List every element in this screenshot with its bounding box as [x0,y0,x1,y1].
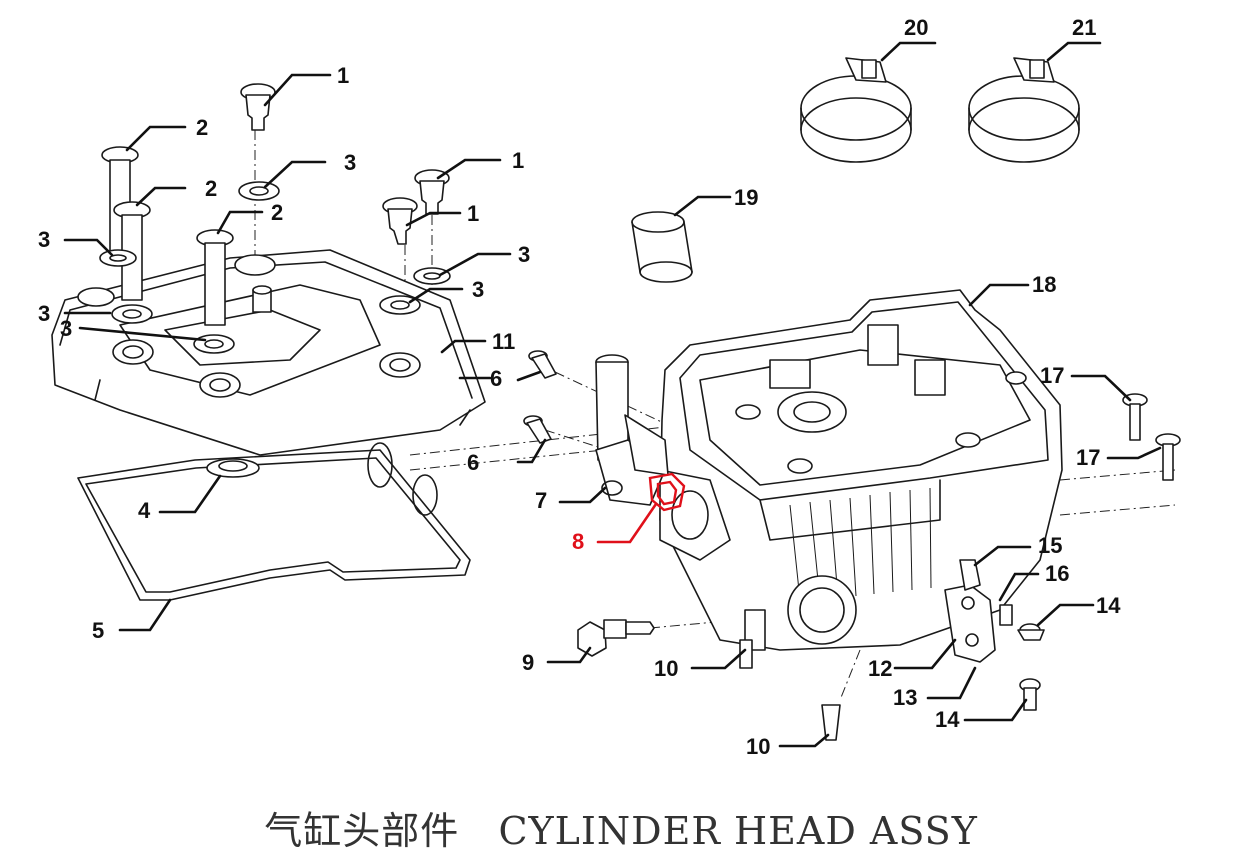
label-part-8-highlighted: 8 [572,529,584,554]
brackets-and-bolts [944,393,1181,711]
label-part-3: 3 [344,150,356,175]
bolts-2 [101,146,234,326]
label-part-10: 10 [746,734,770,759]
dowel-pins-10 [739,639,841,741]
hose-clamp-20 [800,57,912,163]
label-part-2: 2 [271,200,283,225]
label-part-5: 5 [92,618,104,643]
label-part-3: 3 [38,301,50,326]
seal-4 [206,458,260,478]
label-part-10: 10 [654,656,678,681]
washers-3 [99,181,451,354]
label-part-2: 2 [205,176,217,201]
label-part-12: 12 [868,656,892,681]
label-part-14: 14 [935,707,960,732]
label-part-1: 1 [512,148,524,173]
label-part-14: 14 [1096,593,1121,618]
label-part-17: 17 [1076,445,1100,470]
label-part-18: 18 [1032,272,1056,297]
label-part-2: 2 [196,115,208,140]
label-part-1: 1 [337,63,349,88]
label-part-6: 6 [490,366,502,391]
label-part-20: 20 [904,15,928,40]
temperature-sensor-9 [577,619,655,657]
caption-chinese: 气缸头部件 [264,809,460,853]
bolts-6 [523,350,557,444]
label-part-15: 15 [1038,533,1062,558]
part-labels: 1 1 1 2 2 2 3 3 3 3 3 3 4 5 6 6 7 8 9 10… [38,15,1121,759]
label-part-3: 3 [60,316,72,341]
hose-clamp-21 [968,57,1080,163]
label-part-17: 17 [1040,363,1064,388]
label-part-1: 1 [467,201,479,226]
diagram-caption: 气缸头部件 CYLINDER HEAD ASSY [0,800,1242,855]
label-part-13: 13 [893,685,917,710]
water-outlet-7 [595,354,669,506]
label-part-9: 9 [522,650,534,675]
label-part-3: 3 [38,227,50,252]
bolts-1 [240,83,450,245]
label-part-21: 21 [1072,15,1096,40]
label-part-11: 11 [492,329,515,354]
gasket-5 [77,442,471,601]
label-part-6: 6 [467,450,479,475]
label-part-7: 7 [535,488,547,513]
gasket-8-highlighted [648,472,686,512]
leader-lines [63,41,1162,748]
label-part-16: 16 [1045,561,1069,586]
label-part-4: 4 [138,498,151,523]
sleeve-19 [631,211,693,283]
valve-cover-11 [51,249,486,456]
label-part-3: 3 [518,242,530,267]
caption-english: CYLINDER HEAD ASSY [498,809,978,853]
label-part-3: 3 [472,277,484,302]
label-part-19: 19 [734,185,758,210]
